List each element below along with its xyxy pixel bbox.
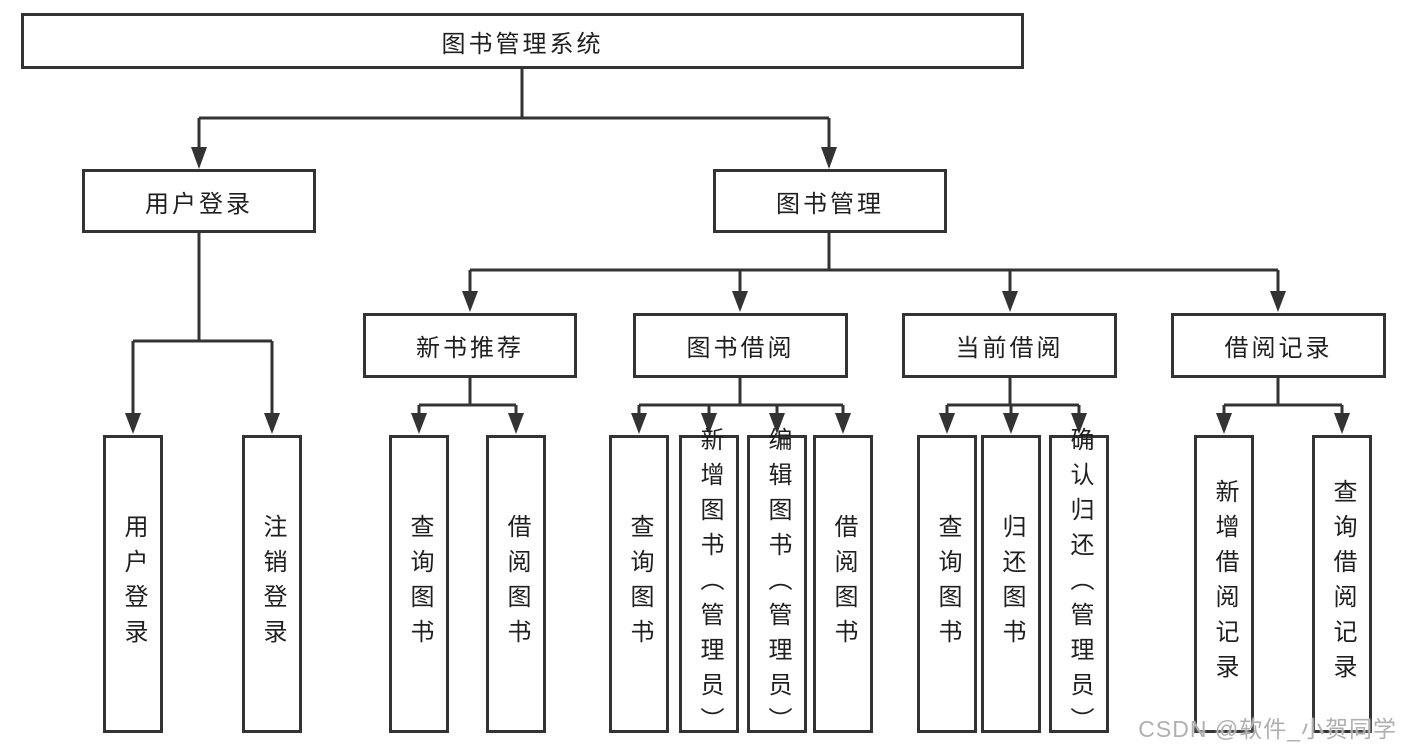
leaf-add-book-admin: 新增图书（管理员） [679,427,739,742]
csdn-watermark: CSDN @软件_小贺同学 [1138,716,1397,742]
node-book-management: 图书管理 [713,169,947,233]
leaf-label: 查询图书 [626,514,653,654]
leaf-label: 查询借阅记录 [1329,479,1356,689]
arrowheads [125,147,1350,434]
leaf-label: 注销登录 [259,514,286,654]
leaf-return-book: 归还图书 [981,435,1041,733]
leaf-label: 新增借阅记录 [1211,479,1238,689]
leaf-edit-book-admin: 编辑图书（管理员） [747,427,807,742]
node-book-borrow: 图书借阅 [633,313,848,378]
node-label: 图书借阅 [686,335,795,362]
node-new-book-recommend: 新书推荐 [363,313,577,378]
node-label: 图书管理系统 [441,30,604,58]
leaf-label: 借阅图书 [830,514,857,654]
leaf-label: 查询图书 [406,514,433,654]
leaf-label: 新增图书（管理员） [696,426,723,742]
node-label: 借阅记录 [1224,335,1333,362]
leaf-borrow-book-recommend: 借阅图书 [486,435,546,733]
leaf-logout: 注销登录 [242,435,302,733]
leaf-label: 归还图书 [998,514,1025,654]
connector-path [131,69,1344,417]
leaf-query-borrow-record: 查询借阅记录 [1312,435,1372,733]
leaf-confirm-return-admin: 确认归还（管理员） [1049,427,1109,742]
leaf-query-book-current: 查询图书 [917,435,977,733]
leaf-query-book-recommend: 查询图书 [389,435,449,733]
node-label: 当前借阅 [955,335,1064,362]
leaf-query-book-borrow: 查询图书 [609,435,669,733]
leaf-label: 用户登录 [120,514,147,654]
leaf-label: 确认归还（管理员） [1066,426,1093,742]
node-label: 用户登录 [145,190,253,218]
leaf-add-borrow-record: 新增借阅记录 [1194,435,1254,733]
leaf-label: 查询图书 [934,514,961,654]
leaf-label: 编辑图书（管理员） [764,426,791,742]
node-label: 图书管理 [776,190,884,218]
node-user-login: 用户登录 [82,169,316,233]
node-label: 新书推荐 [416,335,524,362]
leaf-user-login: 用户登录 [103,435,163,733]
leaf-label: 借阅图书 [503,514,530,654]
leaf-borrow-book: 借阅图书 [813,435,873,733]
node-current-borrow: 当前借阅 [902,313,1117,378]
node-library-management-system: 图书管理系统 [21,13,1024,69]
node-borrow-records: 借阅记录 [1171,313,1386,378]
